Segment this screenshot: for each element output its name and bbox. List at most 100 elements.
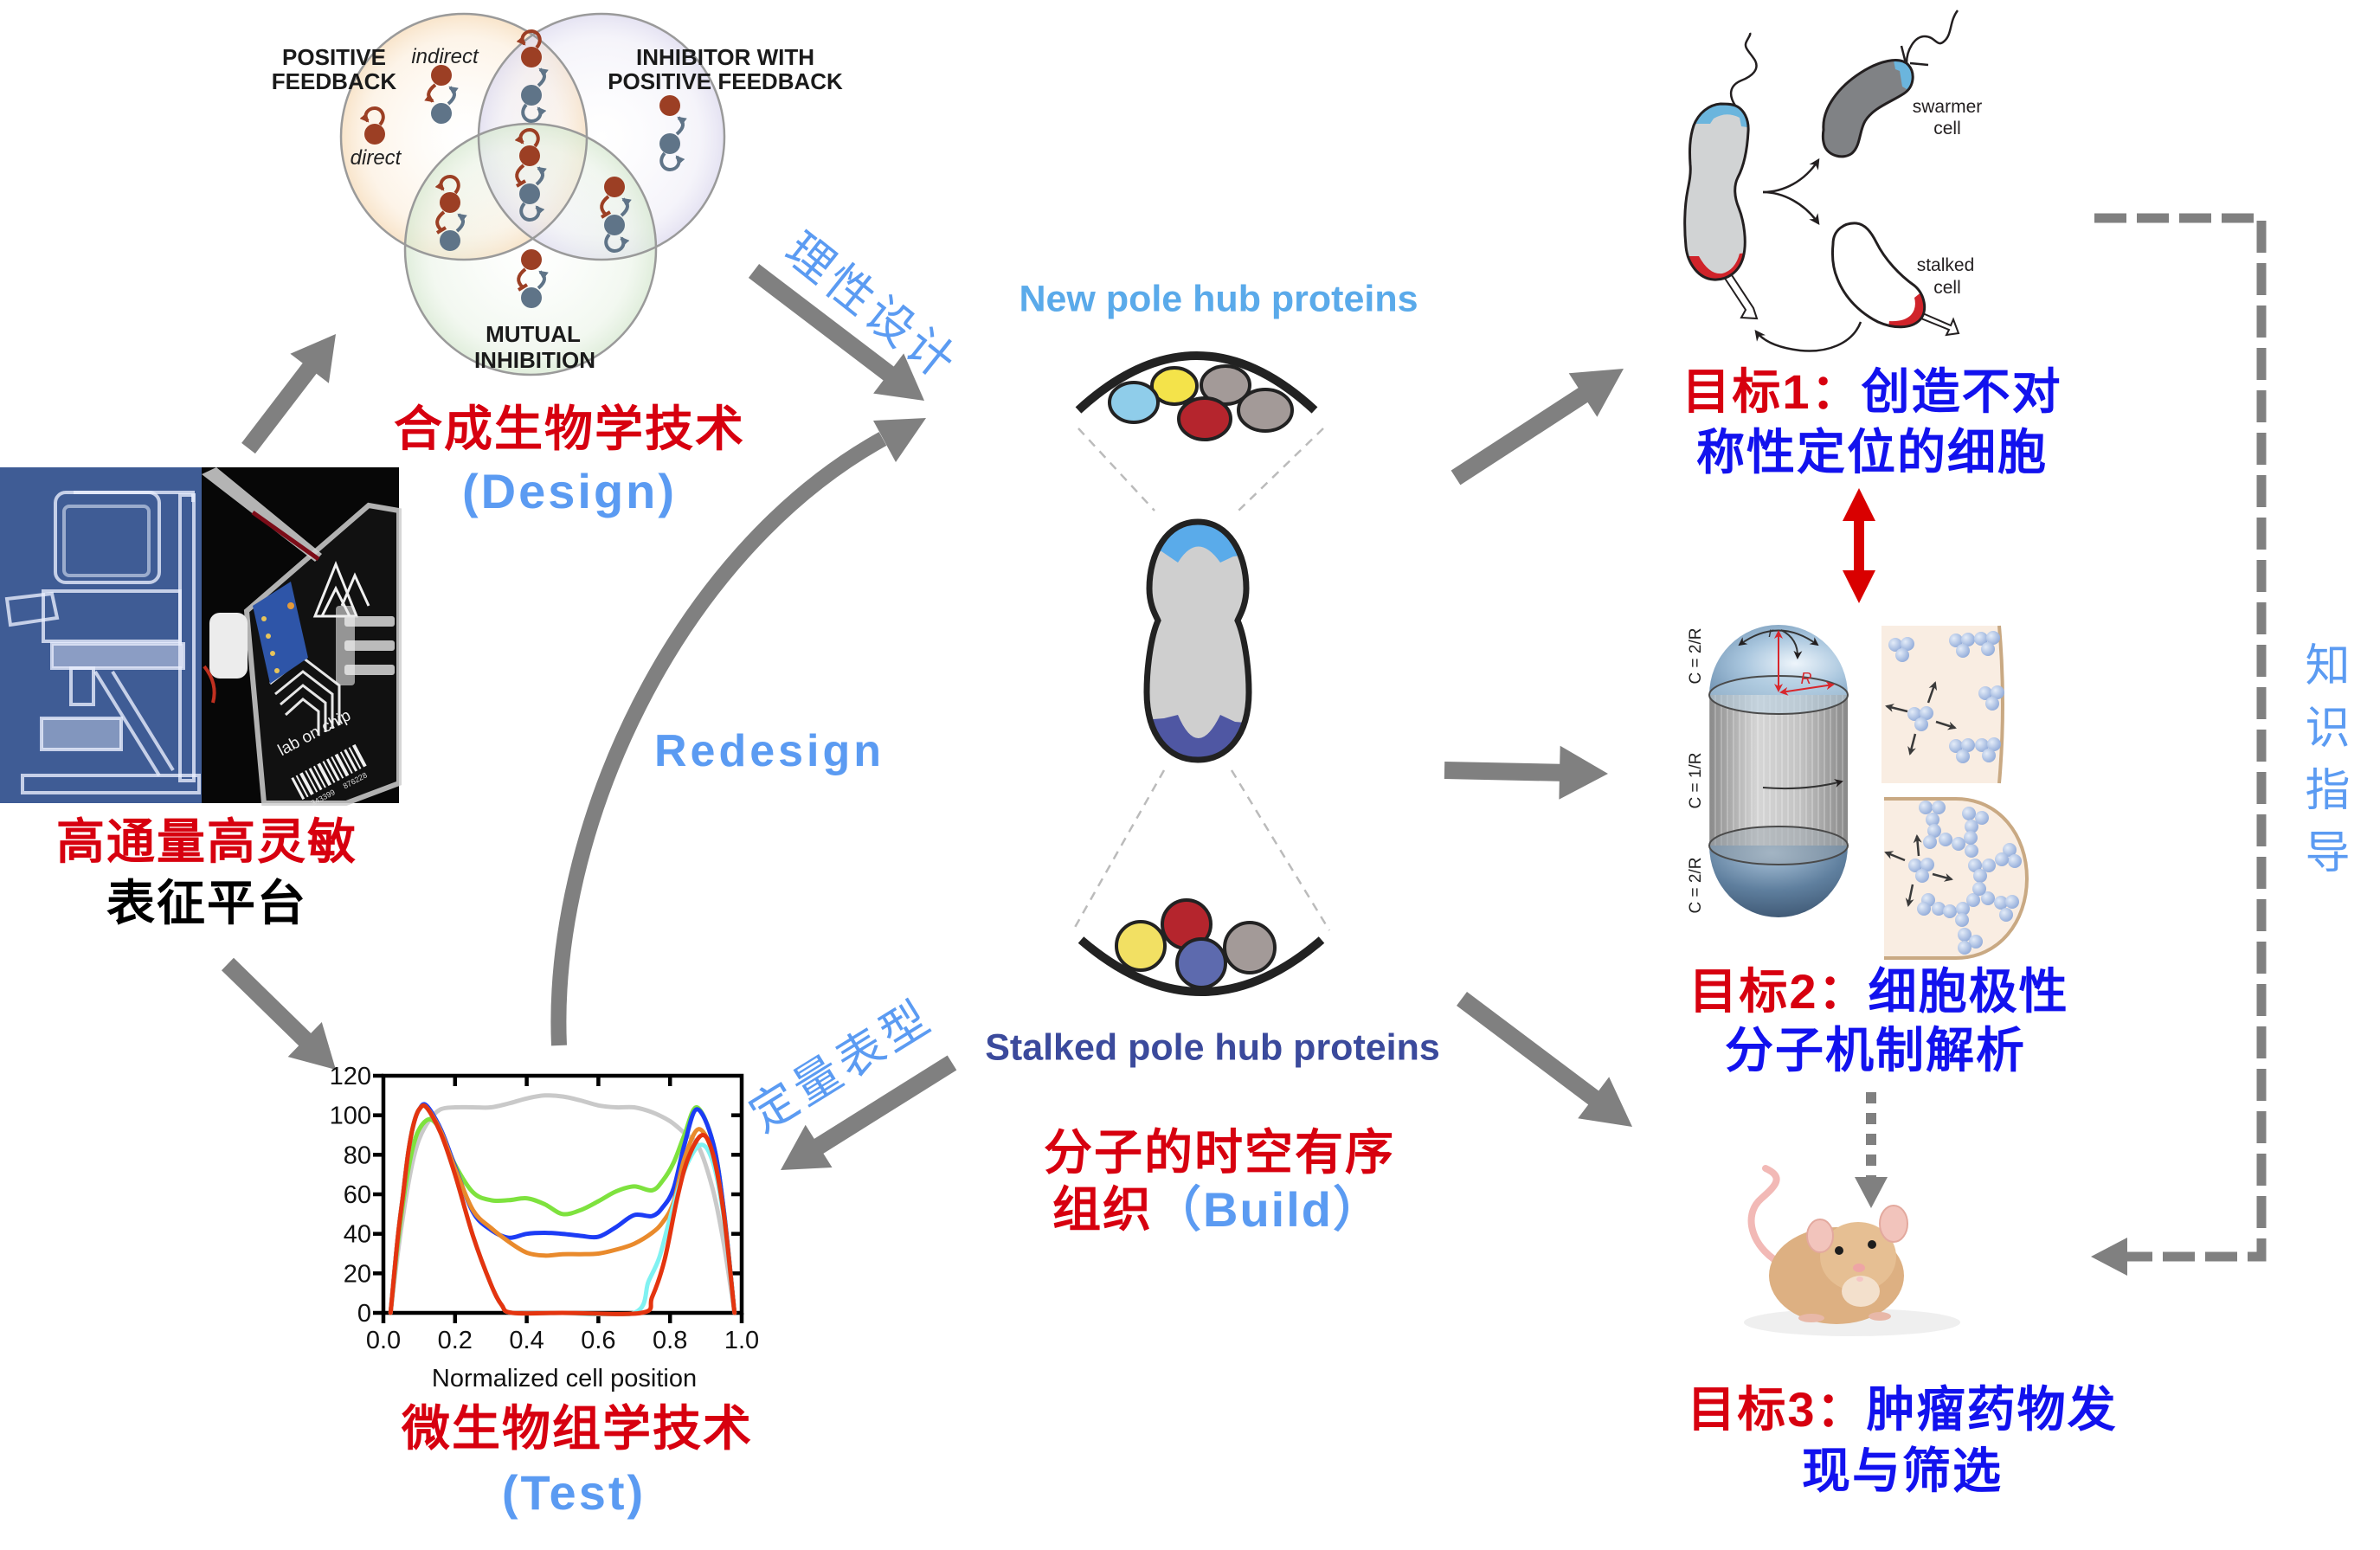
protein-molecule [1991, 685, 2004, 699]
diffusion-arrows-curved [1884, 834, 1953, 907]
venn-circle-inhibitor-with-positive-feedback [477, 12, 726, 261]
protein-molecule [1965, 844, 1978, 858]
arrow-to-goal-3 [1457, 992, 1632, 1127]
node-brown [519, 145, 540, 166]
feedback-dashed-line [2094, 213, 2267, 1262]
mouse-ear-left [1806, 1219, 1834, 1253]
node-brown [440, 192, 460, 213]
stalked-pole-hub-label: Stalked pole hub proteins [985, 1026, 1440, 1069]
protein-molecule [1914, 717, 1928, 731]
y-tick-label: 100 [330, 1103, 371, 1130]
knowledge-guidance-label: 知识指导 [2298, 641, 2348, 891]
protein-molecule [1932, 902, 1946, 916]
microscope-eyepiece [4, 591, 60, 627]
goal-1-label: 目标1： [1682, 364, 1862, 419]
chip-white-plug [209, 613, 248, 679]
node-gray [519, 183, 540, 204]
swarmer-label-line2: cell [1933, 119, 1961, 138]
curvature-label-middle: C = 1/R [1687, 753, 1705, 809]
arrow-to-goal-1 [1451, 369, 1624, 486]
goal-3-text-line1: 肿瘤药物发 [1866, 1382, 2118, 1437]
protein-molecule [1978, 686, 1992, 700]
chip-connector-pins [336, 606, 395, 685]
radius-horizontal-arrow [1779, 681, 1835, 696]
pipette-sample-liquid [251, 510, 320, 562]
swarmer-flagellum [1905, 10, 1959, 64]
protein-molecule [1901, 637, 1914, 651]
mouse-eye-right [1868, 1240, 1876, 1249]
new-pole-membrane-arc [1075, 351, 1318, 414]
membrane-curved-edge [1884, 797, 2029, 960]
platform-title-line1: 高通量高灵敏 [56, 814, 357, 869]
zoom-guide-lines [1071, 428, 1331, 931]
goal-1-title-line1: 目标1：创造不对 [1682, 368, 2062, 416]
microscope-blueprint-icon [4, 491, 201, 794]
venn-label-inhibitor-line2: POSITIVE FEEDBACK [608, 68, 843, 94]
protein-molecule [1999, 908, 2013, 922]
mouse-mouth [1856, 1277, 1863, 1282]
protein-molecule [1982, 749, 1996, 762]
pole-hub-illustration [1071, 351, 1331, 996]
y-tick-label: 40 [344, 1221, 371, 1249]
test-title: 微生物组学技术 [402, 1401, 753, 1456]
protein-molecule [2005, 895, 2019, 909]
chip-pcb-pins [261, 602, 294, 673]
chart-series [388, 1093, 737, 1316]
protein-molecule [1949, 739, 1963, 753]
mouse-eye-left [1835, 1246, 1843, 1255]
protein-molecule [2008, 854, 2022, 868]
chip-red-wire [203, 665, 216, 704]
mouse-ear-right [1879, 1205, 1908, 1243]
blueprint-panel [0, 467, 202, 803]
division-arrow-to-stalked [1762, 190, 1820, 226]
node-brown [521, 47, 542, 68]
cycle-return-arrow [1754, 321, 1862, 352]
stalked-label-line1: stalked [1917, 255, 1975, 275]
mouse-image [1744, 1165, 1960, 1336]
protein-molecule [1966, 893, 1980, 907]
chip-barcode: 343399 876228 [291, 743, 369, 807]
mouse-nose [1853, 1264, 1865, 1272]
predivisional-new-pole-cap [1684, 104, 1749, 130]
cell-curvature-illustration: R r C = 2/R C = 1/R C = 2/R [1687, 625, 2029, 960]
mouse-tail [1747, 1165, 1788, 1269]
venn-label-positive-feedback-line1: POSITIVE [282, 44, 386, 70]
arrow-rational-design [748, 264, 924, 401]
protein-yellow [1115, 920, 1167, 972]
diffusion-arrows-flat [1885, 681, 1957, 756]
protein-molecule [1923, 835, 1937, 849]
venn-label-inhibitor-line1: INHIBITOR WITH [636, 44, 814, 70]
venn-diagram: POSITIVE FEEDBACK indirect direct INHIBI… [272, 12, 843, 376]
protein-molecule [1908, 859, 1922, 872]
protein-molecule [1985, 697, 1999, 711]
x-tick-label: 1.0 [724, 1327, 759, 1354]
cell-outline [1143, 518, 1252, 763]
capsule-bottom-cap [1709, 846, 1848, 917]
build-title-line2-en: （Build） [1153, 1182, 1383, 1237]
stalked-label-line2: cell [1933, 278, 1961, 298]
protein-molecule [1968, 859, 1982, 872]
venn-label-mutual-inhibition-line2: INHIBITION [474, 347, 595, 373]
knowledge-feedback-arrow [2091, 213, 2267, 1276]
feedback-arrow-head [2091, 1238, 2127, 1276]
curvature-label-top: C = 2/R [1687, 628, 1705, 685]
membrane-panel-curved [1884, 799, 2027, 958]
node-brown [659, 95, 680, 116]
platform-title-line2: 表征平台 [106, 876, 307, 930]
protein-gray [1223, 921, 1277, 974]
microscope-support [93, 670, 175, 777]
protein-molecule [1975, 811, 1989, 825]
protein-molecule [1915, 869, 1929, 883]
protein-molecule [1981, 891, 1995, 905]
goal-2-title-line2: 分子机制解析 [1725, 1023, 2026, 1077]
membrane-flat-edge [1997, 625, 2004, 784]
protein-yellow [1150, 366, 1199, 406]
protein-molecule [1965, 820, 1978, 833]
arrow-platform-to-design [241, 334, 336, 454]
goal-1-text-line1: 创造不对 [1861, 364, 2062, 419]
protein-molecule [1975, 738, 1989, 752]
protein-molecule [1964, 831, 1978, 845]
node-gray [659, 133, 680, 154]
